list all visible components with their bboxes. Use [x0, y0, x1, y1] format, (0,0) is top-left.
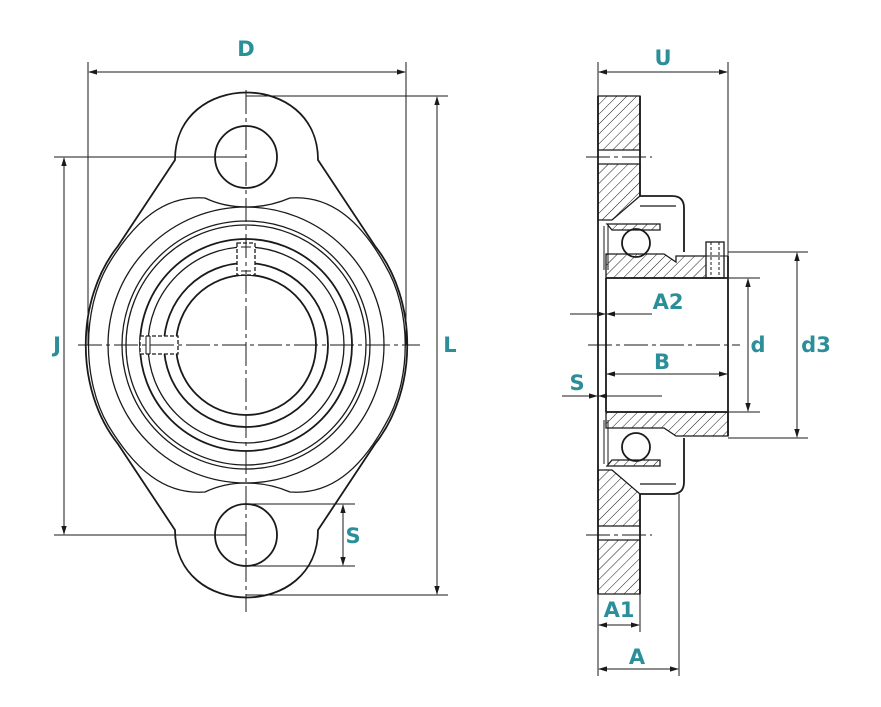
label-L: L	[443, 333, 456, 357]
label-S-side: S	[569, 371, 584, 395]
inner-ring-bottom	[605, 411, 729, 437]
label-A: A	[629, 645, 646, 669]
bearing-outer-ring-top	[605, 223, 661, 231]
inner-ring-top	[605, 253, 715, 279]
flange-inner-outline	[87, 197, 406, 493]
flange-section-top-2	[597, 163, 641, 221]
label-S-front: S	[345, 524, 360, 548]
label-U: U	[654, 46, 671, 70]
label-D: D	[237, 37, 254, 61]
side-view: U A2 B S d d3 A1 A	[562, 46, 831, 676]
label-d3: d3	[801, 333, 831, 357]
ball-top	[621, 228, 651, 258]
label-d: d	[750, 333, 765, 357]
bearing-outer-ring-bottom	[605, 459, 661, 467]
flange-section-bottom-2	[597, 469, 641, 527]
flange-section-top	[597, 95, 641, 151]
flange-outline	[84, 91, 409, 599]
front-view: D J L S	[51, 37, 457, 612]
label-J: J	[51, 333, 61, 357]
label-A2: A2	[653, 290, 684, 314]
ball-bottom	[621, 432, 651, 462]
label-A1: A1	[604, 598, 635, 622]
set-screw-side	[704, 241, 728, 279]
flange-section-bottom	[597, 539, 641, 595]
label-B: B	[654, 350, 670, 374]
housing-hub	[640, 195, 685, 495]
